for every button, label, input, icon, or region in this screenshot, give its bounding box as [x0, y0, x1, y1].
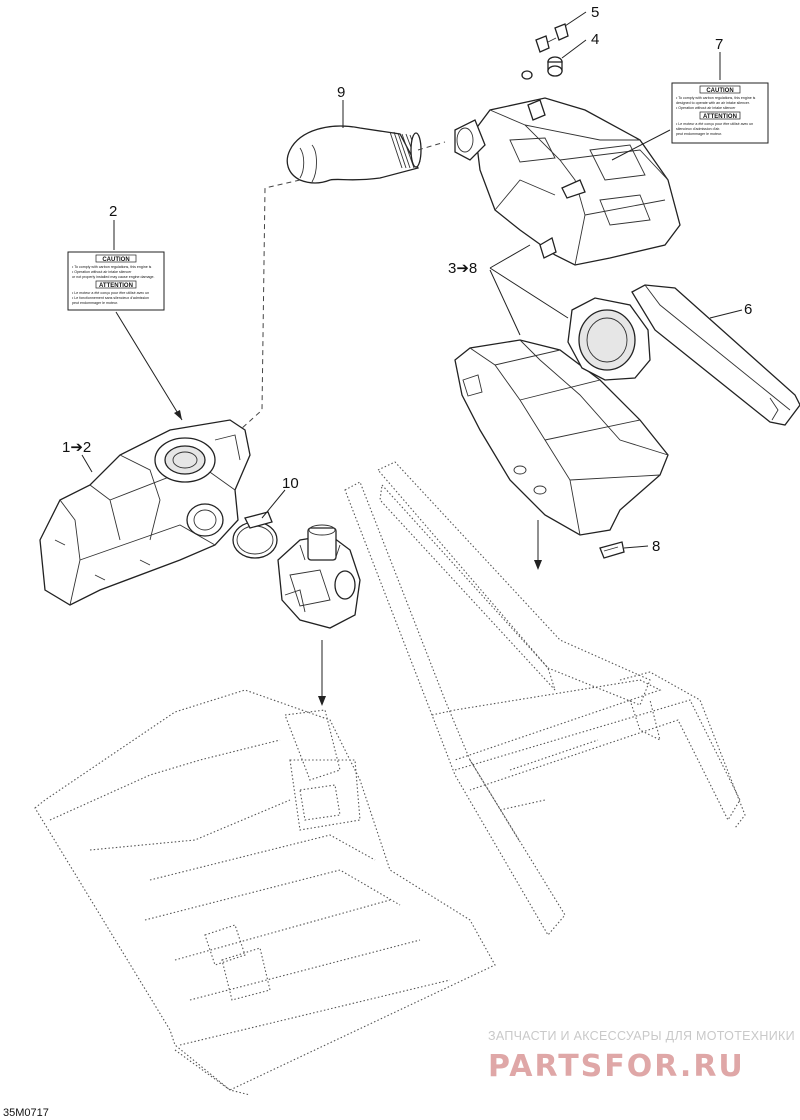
- watermark: ЗАПЧАСТИ И АКСЕССУАРЫ ДЛЯ МОТОТЕХНИКИ PA…: [488, 1029, 795, 1084]
- retaining-clip: [599, 541, 625, 559]
- document-code: 35M0717: [3, 1107, 49, 1119]
- breather-fitting: [535, 23, 569, 53]
- callout-3: 3➔8: [448, 260, 477, 277]
- label-left-line1: • To comply with carbon regulations, thi…: [72, 265, 151, 269]
- caution-label-left: CAUTION • To comply with carbon regulati…: [67, 251, 165, 311]
- foam-strip: [631, 284, 800, 426]
- label-left-title2: ATTENTION: [99, 283, 133, 289]
- arrowheads: [174, 410, 542, 706]
- callout-6: 6: [744, 301, 752, 318]
- chassis-frame: [344, 461, 746, 936]
- callout-2: 2: [109, 203, 117, 220]
- label-right-line5: silencieux d'admission d'air.: [676, 127, 720, 131]
- label-left-line4: • Le moteur a été conçu pour être utilis…: [72, 291, 149, 295]
- silencer-base: [454, 339, 669, 536]
- callout-4: 4: [591, 31, 599, 48]
- label-right-title: CAUTION: [706, 88, 733, 94]
- inlet-duct: [567, 297, 651, 381]
- callout-8: 8: [652, 538, 660, 555]
- silencer-cover: [454, 97, 681, 266]
- label-right-line6: peut endommager le moteur.: [676, 132, 722, 136]
- label-left-line2: • Operation without air intake silencer: [72, 270, 132, 274]
- caution-label-right: CAUTION • To comply with carbon regulati…: [671, 82, 769, 144]
- label-left-line3: or not properly installed may cause engi…: [72, 275, 155, 279]
- label-left-line6: peut endommager le moteur.: [72, 301, 118, 305]
- label-left-line5: • Le fonctionnement sans silencieux d'ad…: [72, 296, 149, 300]
- grommet: [521, 56, 563, 80]
- label-left-title: CAUTION: [102, 257, 129, 263]
- watermark-tagline: ЗАПЧАСТИ И АКСЕССУАРЫ ДЛЯ МОТОТЕХНИКИ: [488, 1029, 795, 1043]
- carburetor: [277, 524, 361, 629]
- label-right-line3: • Operation without air intake silencer: [676, 106, 736, 110]
- callout-1: 1➔2: [62, 439, 91, 456]
- callout-7: 7: [715, 36, 723, 53]
- callout-9: 9: [337, 84, 345, 101]
- callouts: 1➔2 2 3➔8 4 5 6 7 8 9 10: [62, 4, 752, 555]
- callout-5: 5: [591, 4, 599, 21]
- floor-panel: [34, 689, 496, 1096]
- hose-clamp: [232, 511, 278, 559]
- intake-silencer-body: [39, 419, 251, 606]
- intake-hose: [286, 125, 422, 184]
- assembly-path: [239, 141, 446, 431]
- label-right-line2: designed to operate with an air intake s…: [676, 101, 750, 105]
- leader-lines: [81, 11, 743, 700]
- label-right-line1: • To comply with carbon regulations, thi…: [676, 96, 756, 100]
- watermark-brand: PARTSFOR.RU: [488, 1049, 745, 1084]
- label-right-line4: • Le moteur a été conçu pour être utilis…: [676, 122, 753, 126]
- label-right-title2: ATTENTION: [703, 114, 737, 120]
- callout-10: 10: [282, 475, 299, 492]
